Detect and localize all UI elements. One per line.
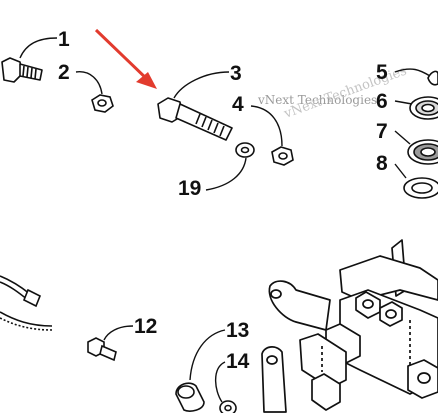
leader-line-4 xyxy=(250,105,283,147)
leader-line-2 xyxy=(75,71,103,95)
part-1-bolt[interactable] xyxy=(1,57,43,83)
part-13-bushing[interactable] xyxy=(175,382,205,412)
callout-14: 14 xyxy=(226,350,250,373)
watermark-text: vNext Technologies xyxy=(257,93,377,107)
leader-line-5 xyxy=(394,68,431,77)
part-3-bolt[interactable] xyxy=(157,97,233,141)
callout-1: 1 xyxy=(58,28,70,51)
callout-5: 5 xyxy=(376,61,388,84)
part-7-bearing[interactable] xyxy=(407,139,438,165)
part-5-clip[interactable] xyxy=(427,70,438,86)
leader-line-7 xyxy=(394,130,411,145)
leader-line-8 xyxy=(394,163,407,179)
part-14-washer[interactable] xyxy=(219,400,237,413)
leader-line-12 xyxy=(103,325,134,341)
callout-19: 19 xyxy=(178,177,201,200)
leader-line-13 xyxy=(189,329,226,381)
pointer-arrow xyxy=(94,28,157,89)
callout-12: 12 xyxy=(134,315,157,338)
part-8-seal[interactable] xyxy=(403,177,438,199)
callout-4: 4 xyxy=(232,93,244,116)
callout-3: 3 xyxy=(230,62,242,85)
part-4-nut[interactable] xyxy=(271,146,294,166)
leader-line-19 xyxy=(205,157,247,191)
callout-2: 2 xyxy=(58,61,70,84)
part-6-bearing[interactable] xyxy=(409,96,438,120)
part-12-bolt[interactable] xyxy=(87,337,117,362)
leader-line-14 xyxy=(214,361,226,403)
part-19-washer[interactable] xyxy=(235,142,255,158)
leader-line-6 xyxy=(394,100,413,105)
callout-13: 13 xyxy=(226,319,249,342)
callout-8: 8 xyxy=(376,152,388,175)
cable-assembly[interactable] xyxy=(0,275,53,331)
callout-6: 6 xyxy=(376,90,388,113)
part-2-nut[interactable] xyxy=(91,94,114,113)
leader-line-3 xyxy=(173,71,230,99)
frame-assembly[interactable] xyxy=(261,239,438,413)
callout-7: 7 xyxy=(376,120,388,143)
leader-line-1 xyxy=(19,37,58,59)
